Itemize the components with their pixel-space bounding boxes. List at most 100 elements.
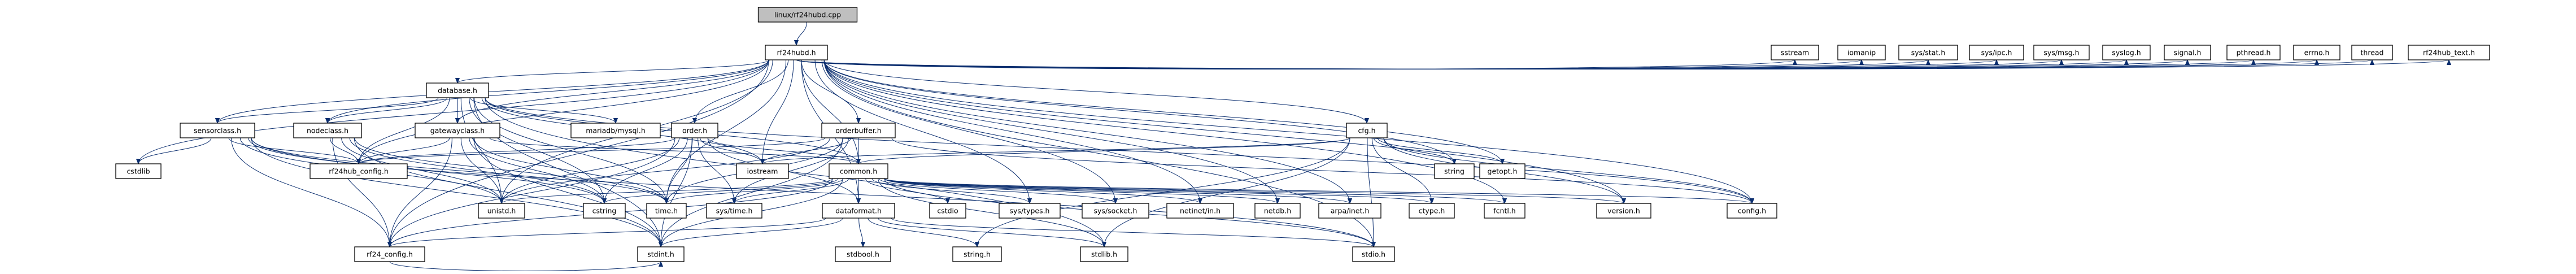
node-box xyxy=(1166,203,1234,219)
node-mariadb-mysql-h[interactable]: mariadb/mysql.h xyxy=(570,123,661,138)
node-netinet-in-h[interactable]: netinet/in.h xyxy=(1166,203,1234,219)
nodes-layer: linux/rf24hubd.cpp rf24hubd.h database.h se… xyxy=(115,7,2490,262)
node-config-h[interactable]: config.h xyxy=(1727,203,1777,219)
node-cstdlib[interactable]: cstdlib xyxy=(115,163,162,179)
node-arpa-inet-h[interactable]: arpa/inet.h xyxy=(1318,203,1381,219)
node-database-h[interactable]: database.h xyxy=(426,82,489,98)
edge-sensorclass_h-to-stdint_h xyxy=(251,137,661,247)
node-box xyxy=(1837,45,1886,60)
node-unistd-h[interactable]: unistd.h xyxy=(478,203,525,219)
edge-sensorclass_h-to-time_h xyxy=(251,137,666,203)
node-cstdio[interactable]: cstdio xyxy=(929,203,966,219)
node-rf24hubd-h[interactable]: rf24hubd.h xyxy=(765,45,828,60)
edge-rf24hubd_h-to-rf24_config_h xyxy=(390,59,769,247)
node-string-h[interactable]: string.h xyxy=(952,246,1002,262)
node-label: sys/types.h xyxy=(1010,207,1050,215)
node-netdb-h[interactable]: netdb.h xyxy=(1254,203,1301,219)
node-order-h[interactable]: order.h xyxy=(671,123,718,138)
node-label: cfg.h xyxy=(1358,127,1375,135)
node-stdio-h[interactable]: stdio.h xyxy=(1352,246,1395,262)
node-box xyxy=(1346,123,1388,138)
node-nodeclass-h[interactable]: nodeclass.h xyxy=(293,123,362,138)
node-sys-types-h[interactable]: sys/types.h xyxy=(999,203,1061,219)
node-dataformat-h[interactable]: dataformat.h xyxy=(822,203,895,219)
edge-cfg_h-to-iostream xyxy=(762,137,1350,164)
node-box xyxy=(1254,203,1301,219)
node-gatewayclass-h[interactable]: gatewayclass.h xyxy=(415,123,500,138)
node-box xyxy=(929,203,966,219)
edge-cfg_h-to-stdio_h xyxy=(1367,137,1374,247)
node-time-h[interactable]: time.h xyxy=(646,203,687,219)
node-label: orderbuffer.h xyxy=(835,127,881,135)
node-rf24-config-h[interactable]: rf24_config.h xyxy=(354,246,425,262)
edge-rf24hubd_h-to-netinet_in_h xyxy=(823,59,1200,203)
edge-gatewayclass_h-to-rf24hub_config_h xyxy=(359,137,450,164)
node-cfg-h[interactable]: cfg.h xyxy=(1346,123,1388,138)
node-common-h[interactable]: common.h xyxy=(829,163,888,179)
node-rf24hubd-cpp[interactable]: linux/rf24hubd.cpp xyxy=(757,7,858,23)
node-sys-socket-h[interactable]: sys/socket.h xyxy=(1082,203,1149,219)
node-box xyxy=(637,246,685,262)
edge-nodeclass_h-to-time_h xyxy=(354,137,666,203)
edge-orderbuffer_h-to-iostream xyxy=(762,137,851,164)
node-box xyxy=(736,163,789,179)
node-orderbuffer-h[interactable]: orderbuffer.h xyxy=(821,123,896,138)
node-getopt-h[interactable]: getopt.h xyxy=(1479,163,1525,179)
node-label: mariadb/mysql.h xyxy=(586,127,646,135)
edge-common_h-to-unistd_h xyxy=(502,178,833,204)
node-box xyxy=(478,203,525,219)
node-string[interactable]: string xyxy=(1434,163,1475,179)
edge-sensorclass_h-to-cstring xyxy=(248,137,604,203)
node-rf24hub-text-h[interactable]: rf24hub_text.h xyxy=(2408,45,2490,60)
node-rf24hub-config-h[interactable]: rf24hub_config.h xyxy=(310,163,408,179)
node-pthread-h[interactable]: pthread.h xyxy=(2226,45,2281,60)
node-label: rf24hub_config.h xyxy=(329,167,389,176)
node-ctype-h[interactable]: ctype.h xyxy=(1409,203,1455,219)
edge-rf24hubd_h-to-string xyxy=(823,59,1454,164)
node-sensorclass-h[interactable]: sensorclass.h xyxy=(180,123,255,138)
edge-common_h-to-config_h xyxy=(884,178,1752,204)
node-label: config.h xyxy=(1738,207,1766,215)
edge-cfg_h-to-common_h xyxy=(858,137,1350,164)
node-label: rf24hub_text.h xyxy=(2423,49,2475,57)
node-box xyxy=(415,123,500,138)
node-stdint-h[interactable]: stdint.h xyxy=(637,246,685,262)
node-sys-ipc-h[interactable]: sys/ipc.h xyxy=(1969,45,2024,60)
node-iostream[interactable]: iostream xyxy=(736,163,789,179)
node-cstring[interactable]: cstring xyxy=(583,203,626,219)
edge-common_h-to-time_h xyxy=(666,178,844,204)
node-box xyxy=(583,203,626,219)
node-stdlib-h[interactable]: stdlib.h xyxy=(1080,246,1128,262)
node-syslog-h[interactable]: syslog.h xyxy=(2102,45,2151,60)
edge-rf24hubd_cpp-to-rf24hubd_h xyxy=(796,21,807,45)
node-sys-msg-h[interactable]: sys/msg.h xyxy=(2033,45,2090,60)
node-sys-time-h[interactable]: sys/time.h xyxy=(706,203,762,219)
node-label: cstdlib xyxy=(127,167,150,176)
node-errno-h[interactable]: errno.h xyxy=(2293,45,2340,60)
node-sys-stat-h[interactable]: sys/stat.h xyxy=(1898,45,1958,60)
edge-rf24hubd_h-to-cfg_h xyxy=(823,59,1367,123)
node-version-h[interactable]: version.h xyxy=(1596,203,1651,219)
node-box xyxy=(706,203,762,219)
node-label: fcntl.h xyxy=(1493,207,1515,215)
edge-sensorclass_h-to-cstdlib xyxy=(138,137,212,164)
node-label: signal.h xyxy=(2174,49,2202,57)
node-box xyxy=(2226,45,2281,60)
edge-rf24hubd_h-to-fcntl_h xyxy=(823,59,1505,203)
node-thread[interactable]: thread xyxy=(2351,45,2393,60)
edge-rf24hubd_h-to-gatewayclass_h xyxy=(457,59,770,123)
node-label: syslog.h xyxy=(2112,49,2141,57)
node-fcntl-h[interactable]: fcntl.h xyxy=(1484,203,1525,219)
edge-rf24hubd_h-to-rf24hub_text_h xyxy=(796,60,2449,69)
node-iomanip[interactable]: iomanip xyxy=(1837,45,1886,60)
node-sstream[interactable]: sstream xyxy=(1771,45,1819,60)
edge-rf24hubd_h-to-getopt_h xyxy=(823,59,1502,164)
node-label: sensorclass.h xyxy=(194,127,241,135)
node-stdbool-h[interactable]: stdbool.h xyxy=(835,246,891,262)
edge-gatewayclass_h-to-time_h xyxy=(474,137,666,203)
edge-order_h-to-sys_time_h xyxy=(698,137,734,203)
edge-cfg_h-to-config_h xyxy=(1383,137,1752,203)
node-signal-h[interactable]: signal.h xyxy=(2164,45,2211,60)
edge-dataformat_h-to-stdbool_h xyxy=(858,218,863,247)
